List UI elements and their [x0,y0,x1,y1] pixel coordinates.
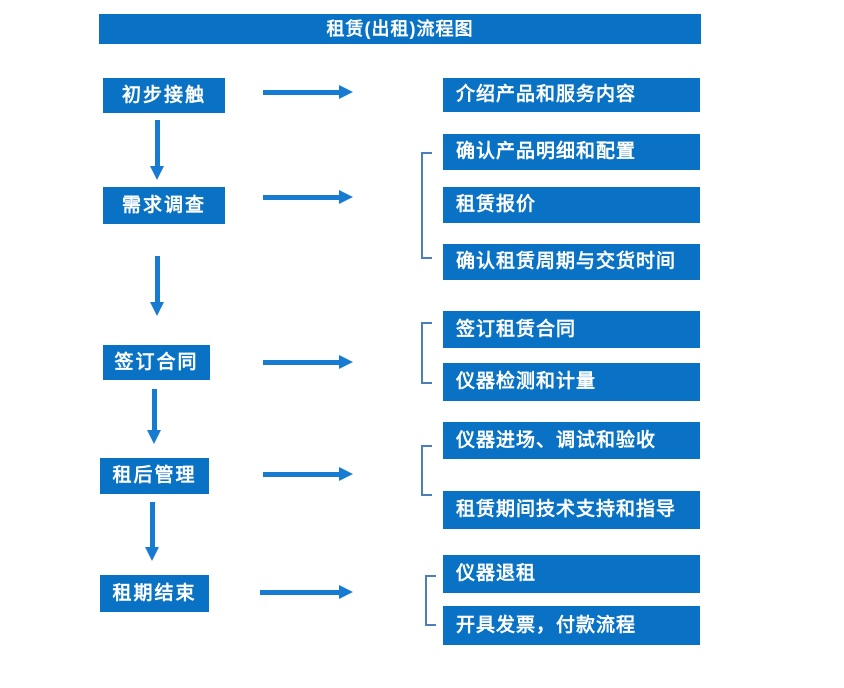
step-box-initial-contact: 初步接触 [103,78,225,113]
arrow-shaft [155,120,160,167]
arrow-right-icon [260,585,353,600]
arrow-shaft [152,389,157,431]
group-bracket [421,445,432,496]
detail-box-invoice-payment: 开具发票，付款流程 [443,606,700,645]
arrow-head [339,190,353,204]
detail-box-instrument-testing: 仪器检测和计量 [443,363,700,401]
step-box-post-rental-management: 租后管理 [100,458,209,494]
arrow-right-icon [263,85,353,100]
arrow-head [150,166,164,180]
arrow-shaft [155,256,160,303]
detail-box-rental-quote: 租赁报价 [443,187,700,223]
arrow-right-icon [263,355,353,370]
arrow-down-icon [145,502,160,561]
arrow-right-icon [263,190,353,205]
arrow-head [339,585,353,599]
group-bracket [421,322,432,384]
detail-box-instrument-setup-acceptance: 仪器进场、调试和验收 [443,422,700,459]
step-box-sign-contract: 签订合同 [103,345,210,380]
arrow-shaft [150,502,155,548]
flowchart-title: 租赁(出租)流程图 [99,14,701,44]
detail-box-instrument-return: 仪器退租 [443,555,700,593]
group-bracket [425,575,436,626]
detail-box-sign-rental-contract: 签订租赁合同 [443,311,700,348]
arrow-head [339,85,353,99]
arrow-shaft [263,360,340,365]
arrow-shaft [260,590,340,595]
step-box-demand-survey: 需求调查 [103,187,225,224]
arrow-head [339,467,353,481]
arrow-head [147,430,161,444]
arrow-down-icon [150,256,165,316]
detail-box-confirm-period-delivery: 确认租赁周期与交货时间 [443,244,700,280]
arrow-right-icon [263,467,353,482]
detail-box-confirm-product-details: 确认产品明细和配置 [443,134,700,170]
arrow-shaft [263,90,340,95]
arrow-head [150,302,164,316]
step-box-lease-end: 租期结束 [100,575,209,612]
arrow-down-icon [150,120,165,180]
arrow-head [339,355,353,369]
group-bracket [421,152,432,259]
arrow-head [145,547,159,561]
arrow-shaft [263,195,340,200]
arrow-down-icon [147,389,162,444]
detail-box-technical-support: 租赁期间技术支持和指导 [443,491,700,529]
detail-box-introduce-products: 介绍产品和服务内容 [443,78,700,112]
arrow-shaft [263,472,340,477]
